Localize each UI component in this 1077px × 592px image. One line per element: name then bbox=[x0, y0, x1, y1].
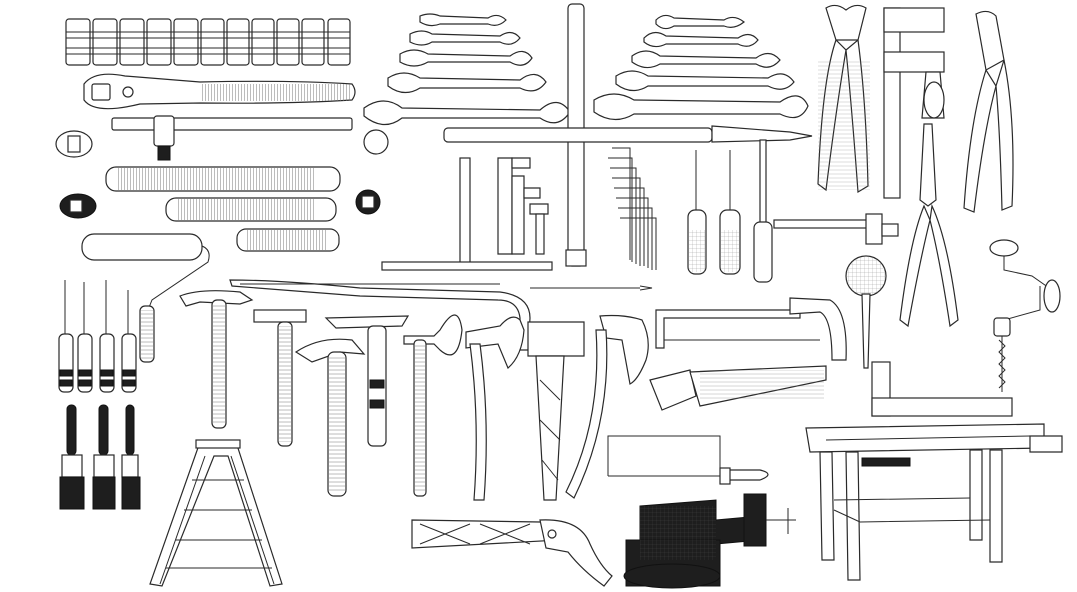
paint-brushes bbox=[59, 404, 141, 510]
combination-wrenches-left bbox=[363, 13, 571, 126]
awl bbox=[530, 255, 887, 369]
long-screwdrivers bbox=[687, 139, 773, 283]
paint-roller bbox=[81, 233, 210, 363]
step-ladder bbox=[149, 439, 283, 587]
folding-saw bbox=[411, 519, 613, 587]
extension-bars bbox=[55, 115, 389, 252]
hammers bbox=[179, 290, 410, 497]
hand-drill bbox=[989, 239, 1061, 392]
bench-vise bbox=[623, 493, 796, 589]
workbench bbox=[805, 423, 1063, 581]
socket-icon bbox=[65, 18, 351, 66]
bar-clamp bbox=[883, 7, 945, 199]
pliers bbox=[817, 4, 1014, 328]
try-square bbox=[871, 361, 1013, 417]
ratchet bbox=[83, 73, 356, 110]
hacksaw bbox=[655, 297, 847, 361]
combination-wrenches-right bbox=[593, 14, 809, 121]
hex-keys bbox=[381, 147, 657, 271]
screwdrivers bbox=[58, 280, 137, 393]
coping-saw bbox=[607, 435, 769, 485]
axes bbox=[403, 314, 649, 501]
hand-saw bbox=[649, 365, 827, 411]
marking-gauge bbox=[773, 213, 899, 245]
sockets-row bbox=[65, 18, 351, 66]
lug-wrench bbox=[443, 3, 813, 267]
